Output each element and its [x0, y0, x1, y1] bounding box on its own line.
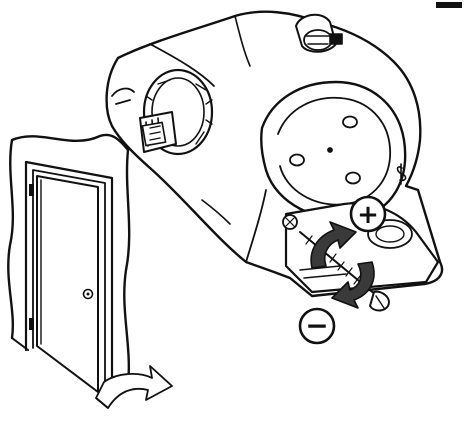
minus-icon: − [300, 309, 334, 343]
hinge-top [29, 184, 34, 196]
door-icon [8, 135, 130, 396]
plus-label: + [357, 200, 379, 230]
hinge-bottom [29, 318, 34, 330]
minus-label: − [305, 309, 328, 342]
heater-unit [107, 12, 442, 311]
door-slab [37, 176, 98, 392]
rear-connector [296, 15, 342, 52]
left-spindle [140, 112, 176, 152]
plus-icon: + [351, 197, 385, 231]
airflow-arrow-icon [96, 366, 172, 408]
door-knob-center [87, 293, 90, 296]
corner-marker [436, 2, 462, 8]
